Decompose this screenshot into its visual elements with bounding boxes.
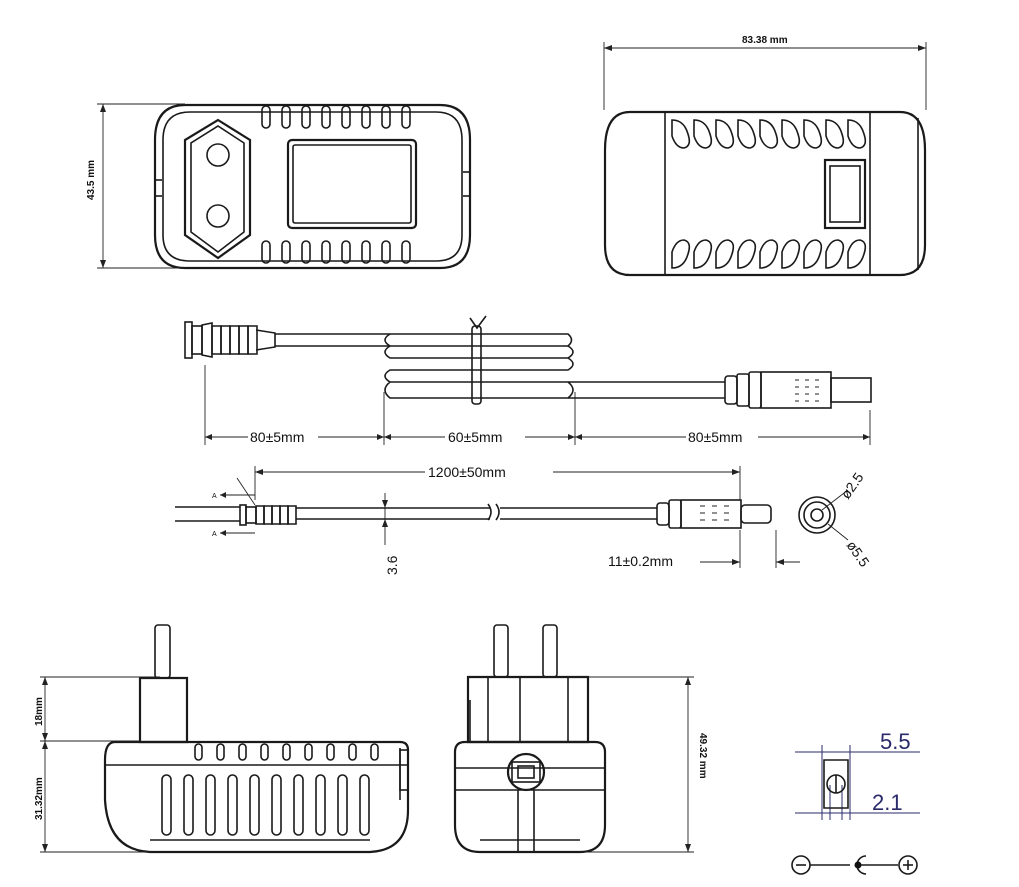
vent-slot: [825, 239, 845, 269]
polarity-symbol: [791, 855, 918, 875]
vent-slot: [337, 774, 348, 836]
body-height-label: 31.32mm: [34, 777, 45, 820]
vent-slot: [401, 105, 411, 129]
vent-slot: [341, 240, 351, 264]
straight-cable-view: A A 1200±50mm 3.6 11±0.2mm ø2.5 ø5.5: [175, 463, 873, 575]
strain-relief-rib: [211, 325, 222, 355]
vent-slot: [261, 240, 271, 264]
plus-icon: [898, 855, 918, 875]
vent-slot: [161, 774, 172, 836]
strain-relief-rib: [247, 325, 258, 355]
vent-slot: [803, 239, 823, 269]
pin-height-label: 18mm: [34, 697, 45, 726]
vent-slot: [737, 239, 757, 269]
vent-slot: [737, 119, 757, 149]
vent-slot: [183, 774, 194, 836]
vent-slot: [341, 105, 351, 129]
vent-slot: [260, 743, 269, 761]
vent-slot: [671, 239, 691, 269]
vent-slot: [249, 774, 260, 836]
vent-slot: [348, 743, 357, 761]
strain-relief-rib: [279, 505, 289, 525]
vent-slot: [671, 119, 691, 149]
vent-slot: [238, 743, 247, 761]
vent-slot: [759, 239, 779, 269]
vent-slot: [326, 743, 335, 761]
vent-slot: [282, 743, 291, 761]
inner-dia-label: ø2.5: [837, 469, 866, 501]
cable-dia-label: 3.6: [384, 555, 400, 575]
vent-slot: [825, 119, 845, 149]
total-height-label: 49.32 mm: [697, 733, 708, 779]
vent-slot: [261, 105, 271, 129]
plug-length-label: 11±0.2mm: [608, 553, 673, 569]
vent-slot: [315, 774, 326, 836]
vent-slot: [281, 105, 291, 129]
strain-relief-rib: [255, 505, 265, 525]
vent-slot: [359, 774, 370, 836]
seg1-label: 80±5mm: [250, 429, 304, 445]
vent-slot: [216, 743, 225, 761]
vent-slot: [227, 774, 238, 836]
vent-slot: [301, 105, 311, 129]
height-top-label: 43.5 mm: [86, 160, 97, 200]
vent-slot: [693, 119, 713, 149]
strain-relief-rib: [263, 505, 273, 525]
coiled-cable-view: 80±5mm 60±5mm 80±5mm: [184, 315, 872, 445]
vent-slot: [781, 119, 801, 149]
outer-dia-label: ø5.5: [844, 538, 873, 570]
vent-slot: [301, 240, 311, 264]
vent-slot: [370, 743, 379, 761]
bottom-side-view: 18mm 31.32mm: [34, 624, 410, 854]
vent-slot: [715, 239, 735, 269]
vent-slot: [847, 119, 867, 149]
width-top-label: 83.38 mm: [742, 35, 788, 46]
vent-slot: [361, 105, 371, 129]
vent-slot: [271, 774, 282, 836]
vent-slot: [847, 239, 867, 269]
vent-slot: [194, 743, 203, 761]
connector-outer-label: 5.5: [880, 729, 911, 754]
vent-slot: [401, 240, 411, 264]
strain-relief-rib: [229, 325, 240, 355]
vent-slot: [381, 105, 391, 129]
seg3-label: 80±5mm: [688, 429, 742, 445]
seg2-label: 60±5mm: [448, 429, 502, 445]
vent-slot: [715, 119, 735, 149]
vent-slot: [803, 119, 823, 149]
vent-slot: [381, 240, 391, 264]
vent-slot: [304, 743, 313, 761]
connector-detail: 5.5 2.1: [791, 729, 920, 875]
strain-relief-rib: [271, 505, 281, 525]
section-mark-top: A: [212, 493, 217, 500]
vent-slot: [361, 240, 371, 264]
vent-slot: [759, 119, 779, 149]
bottom-rear-view: 49.32 mm: [453, 624, 708, 854]
front-view: 43.5 mm: [86, 103, 472, 270]
vent-slot: [293, 774, 304, 836]
strain-relief-rib: [220, 325, 231, 355]
vent-slot: [781, 239, 801, 269]
side-view: 83.38 mm: [603, 35, 927, 277]
strain-relief-rib: [238, 325, 249, 355]
vent-slot: [321, 240, 331, 264]
strain-relief-rib: [287, 505, 297, 525]
vent-slot: [693, 239, 713, 269]
cable-length-label: 1200±50mm: [428, 464, 506, 480]
section-mark-bottom: A: [212, 531, 217, 538]
vent-slot: [281, 240, 291, 264]
vent-slot: [321, 105, 331, 129]
connector-inner-label: 2.1: [872, 790, 903, 815]
vent-slot: [205, 774, 216, 836]
